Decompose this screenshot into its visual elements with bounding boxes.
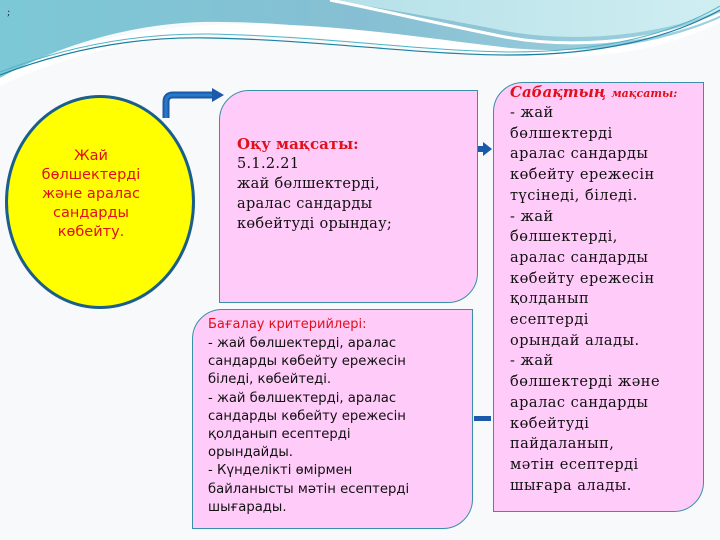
learning-objective-box: Оқу мақсаты: 5.1.2.21 жай бөлшектерді, а…: [219, 90, 478, 303]
connector-bar-icon: [474, 416, 491, 421]
topic-text: Жай бөлшектерді және аралас сандарды көб…: [41, 147, 141, 240]
assessment-criteria-title: Бағалау критерийлері:: [208, 317, 367, 332]
lesson-goal-title-small: мақсаты:: [611, 87, 678, 100]
lesson-goal-title-main: Сабақтың: [510, 83, 606, 101]
learning-objective-title: Оқу мақсаты:: [237, 135, 359, 153]
lesson-goal-title: Сабақтың мақсаты:: [510, 83, 677, 101]
learning-objective-body: 5.1.2.21 жай бөлшектерді, аралас сандард…: [237, 156, 393, 232]
lesson-goal-box: Сабақтың мақсаты: - жай бөлшектерді арал…: [493, 82, 704, 512]
topic-circle: Жай бөлшектерді және аралас сандарды көб…: [5, 95, 195, 309]
lesson-goal-body: - жай бөлшектерді аралас сандарды көбейт…: [510, 105, 661, 494]
assessment-criteria-box: Бағалау критерийлері: - жай бөлшектерді,…: [192, 309, 473, 529]
bent-arrow-icon: [162, 91, 214, 118]
corner-mark: ;: [7, 7, 11, 18]
assessment-criteria-body: - жай бөлшектерді, аралас сандарды көбей…: [208, 336, 410, 515]
